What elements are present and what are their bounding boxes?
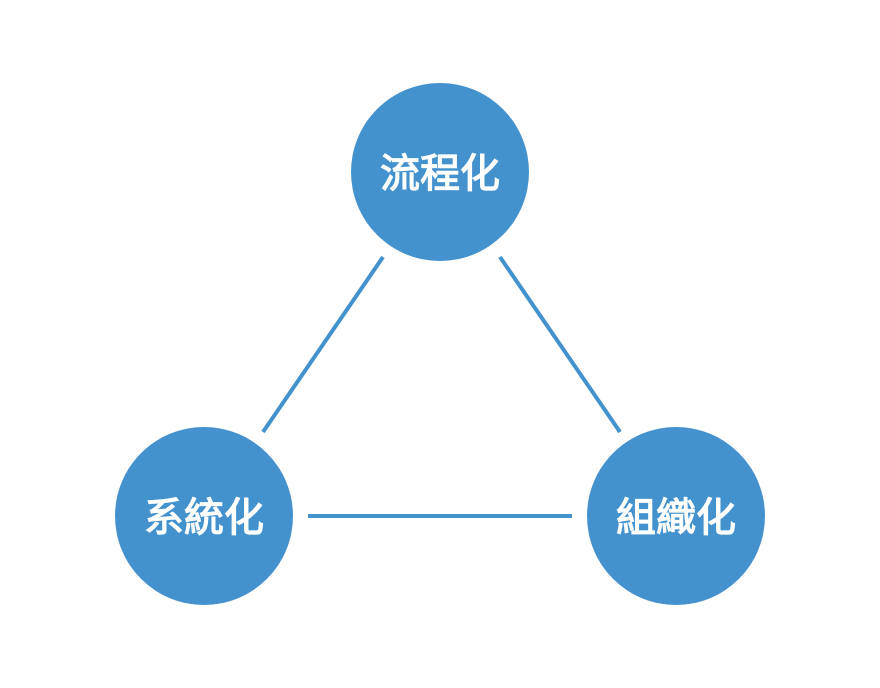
node-top: 流程化 [351, 83, 529, 261]
node-right-circle [587, 427, 765, 605]
node-left-circle [115, 427, 293, 605]
node-top-label: 流程化 [380, 151, 500, 197]
node-right: 組織化 [587, 427, 765, 605]
connector-top-right [498, 255, 622, 434]
node-right-label: 組織化 [616, 495, 736, 541]
node-top-circle [351, 83, 529, 261]
connector-top-left [261, 255, 385, 434]
node-left-label: 系統化 [144, 495, 264, 541]
node-left: 系統化 [115, 427, 293, 605]
